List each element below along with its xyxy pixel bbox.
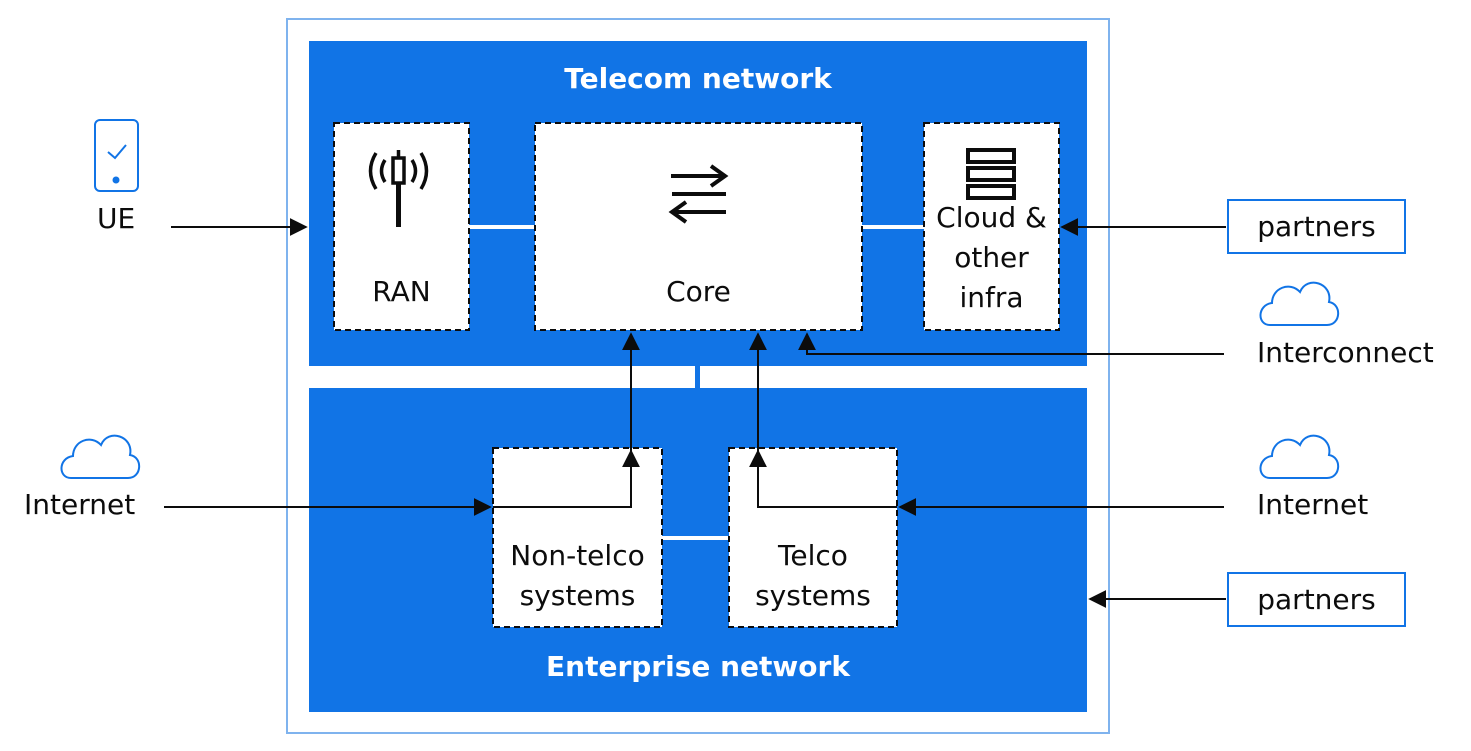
- partners-top-label: partners: [1257, 210, 1376, 243]
- phone-icon: [94, 119, 139, 192]
- internet-left-label: Internet: [24, 488, 136, 521]
- non-telco-label-line2: systems: [519, 579, 636, 612]
- server-stack-icon: [966, 148, 1016, 200]
- telco-label-line2: systems: [755, 579, 871, 612]
- internet-right-label: Internet: [1257, 488, 1369, 521]
- nontelco-to-core-arrow: [493, 332, 640, 508]
- antenna-icon: [368, 150, 429, 227]
- partners-bottom-label: partners: [1257, 583, 1376, 616]
- cloud-icon: [60, 434, 141, 479]
- outer-frame: [286, 18, 1110, 734]
- cloud-icon: [1259, 434, 1340, 479]
- enterprise-network-title: Enterprise network: [546, 650, 850, 683]
- cloud-infra-label-line3: infra: [959, 281, 1024, 314]
- cloud-infra-box: [923, 122, 1060, 331]
- ue-label: UE: [97, 202, 136, 235]
- core-box: [534, 122, 863, 331]
- telecom-network-title: Telecom network: [564, 62, 832, 95]
- interconnect-label: Interconnect: [1257, 336, 1434, 369]
- partners-bottom-box: partners: [1227, 572, 1406, 627]
- telco-to-core-arrow: [749, 332, 897, 508]
- cloud-infra-label-line1: Cloud &: [936, 201, 1047, 234]
- cloud-infra-label-line2: other: [954, 241, 1029, 274]
- non-telco-label-line1: Non-telco: [510, 539, 645, 572]
- partners-top-box: partners: [1227, 199, 1406, 254]
- ran-label: RAN: [372, 275, 431, 308]
- panel-connector: [695, 366, 700, 388]
- core-label: Core: [666, 275, 731, 308]
- interconnect-arrow: [798, 332, 1224, 355]
- cloud-icon: [1259, 281, 1340, 326]
- non-telco-systems-box: [492, 447, 663, 628]
- exchange-arrows-icon: [668, 164, 729, 224]
- telco-label-line1: Telco: [778, 539, 848, 572]
- enterprise-network-panel: [309, 388, 1087, 712]
